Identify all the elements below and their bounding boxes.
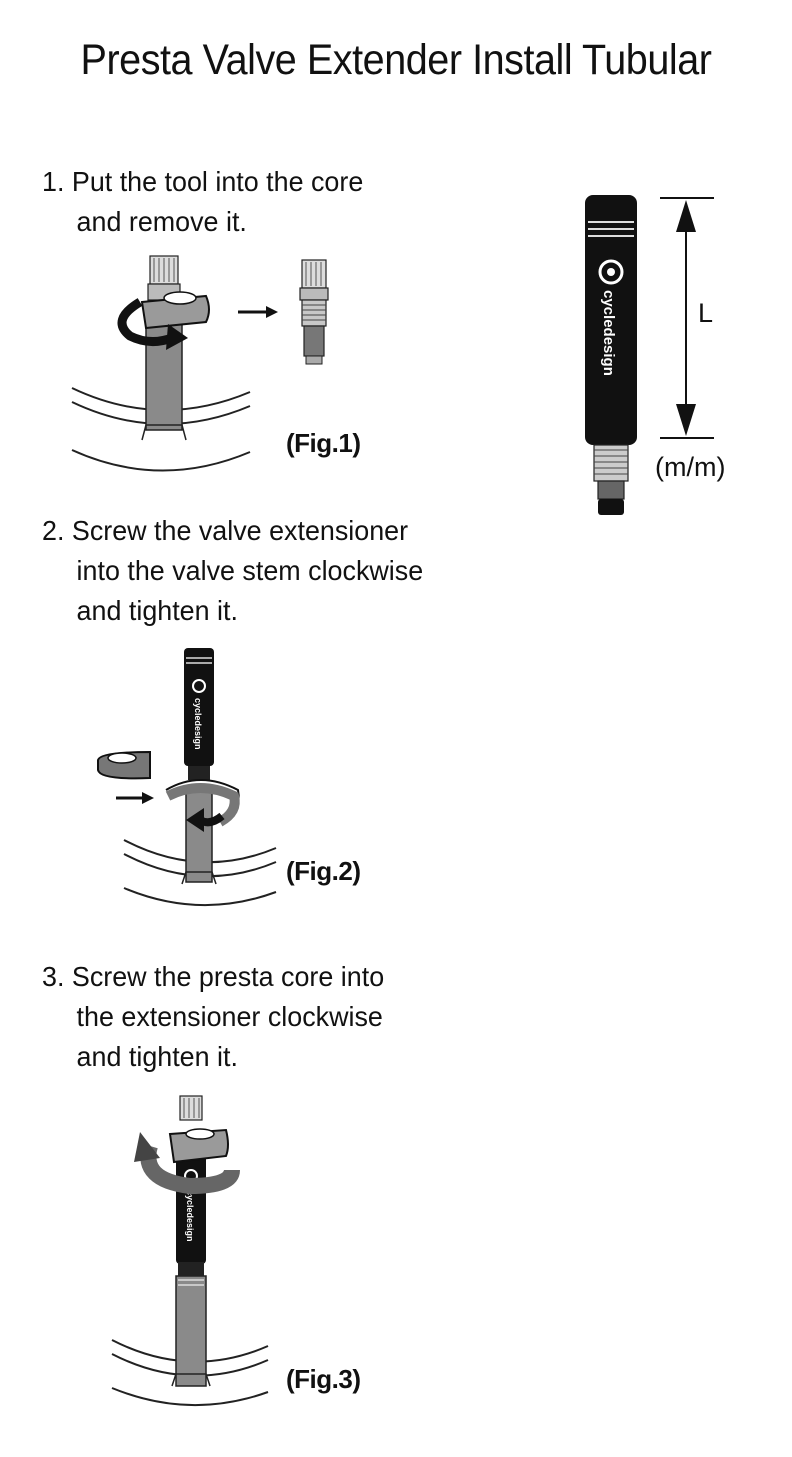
extender-body — [585, 195, 637, 445]
dimension-arrow-down-icon — [676, 404, 696, 436]
valve-stem — [175, 1275, 207, 1387]
step-1-line-1: 1. Put the tool into the core — [42, 166, 364, 197]
rotation-arrow-icon — [140, 1143, 240, 1195]
brand-text: cycledesign — [185, 1190, 195, 1242]
step-1-line-2: and remove it. — [76, 206, 247, 237]
step-3-line-2: the extensioner clockwise — [76, 1001, 383, 1032]
dimension-label: L — [698, 298, 714, 328]
brand-text: cycledesign — [600, 290, 617, 376]
rotation-arrow-icon — [117, 298, 174, 346]
dimension-arrow-up-icon — [676, 200, 696, 232]
step-3-text: 3. Screw the presta core into the extens… — [42, 957, 384, 1077]
brand-text: cycledesign — [193, 698, 203, 750]
step-2-line-1: 2. Screw the valve extensioner — [42, 515, 409, 546]
step-3-line-3: and tighten it. — [76, 1041, 238, 1072]
extender-body — [184, 648, 214, 766]
step-2-line-2: into the valve stem clockwise — [76, 555, 424, 586]
figure-1-label: (Fig.1) — [286, 428, 361, 458]
core-tool — [168, 1128, 229, 1164]
brand-logo-icon — [192, 679, 206, 693]
brand-logo-icon — [598, 259, 624, 285]
step-2-text: 2. Screw the valve extensioner into the … — [42, 511, 423, 631]
step-1-text: 1. Put the tool into the core and remove… — [42, 162, 363, 242]
unit-label: (m/m) — [655, 452, 726, 482]
figure-2-label: (Fig.2) — [286, 856, 361, 886]
step-3-line-1: 3. Screw the presta core into — [42, 961, 385, 992]
valve-stem — [185, 789, 213, 883]
page-title: Presta Valve Extender Install Tubular — [80, 36, 712, 84]
figure-3-label: (Fig.3) — [286, 1364, 361, 1394]
core-tool — [140, 294, 210, 330]
step-2-line-3: and tighten it. — [76, 595, 238, 626]
